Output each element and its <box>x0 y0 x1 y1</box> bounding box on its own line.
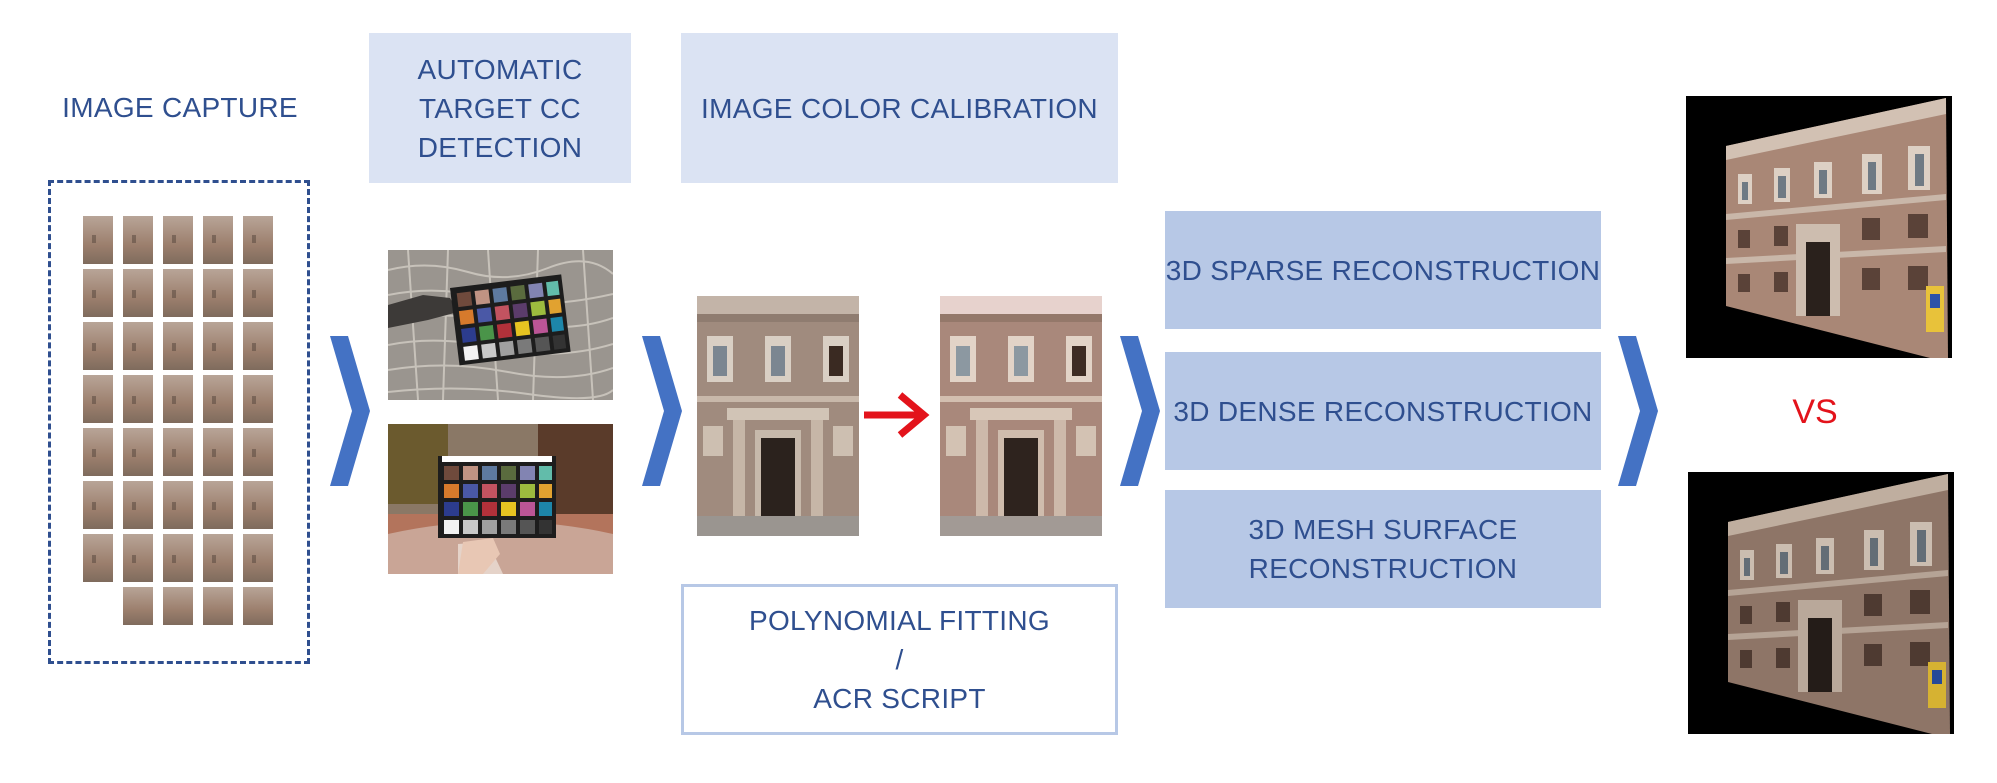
facade-before-calibration <box>697 296 859 536</box>
image-capture-label: IMAGE CAPTURE <box>62 92 298 123</box>
mesh-reconstruction-line-2: RECONSTRUCTION <box>1248 553 1518 584</box>
vs-label: VS <box>1792 393 1838 431</box>
sparse-reconstruction-box: 3D SPARSE RECONSTRUCTION <box>1165 211 1601 329</box>
photo-thumbnail-grid <box>82 215 275 627</box>
target-detection-line-1: AUTOMATIC <box>417 53 583 85</box>
dense-reconstruction-label: 3D DENSE RECONSTRUCTION <box>1173 395 1593 427</box>
chevron-right-icon <box>642 336 682 486</box>
model-result-bottom <box>1688 472 1954 734</box>
polynomial-fitting-line-1: POLYNOMIAL FITTING <box>749 605 1050 636</box>
model-result-top <box>1686 96 1952 358</box>
target-detection-line-2: TARGET CC <box>419 92 581 124</box>
chevron-right-icon <box>1618 336 1658 486</box>
sparse-reconstruction-label: 3D SPARSE RECONSTRUCTION <box>1165 254 1601 286</box>
color-calibration-box: IMAGE COLOR CALIBRATION <box>681 33 1118 183</box>
color-calibration-label: IMAGE COLOR CALIBRATION <box>701 92 1098 124</box>
color-checker-photo-bottom <box>388 424 613 574</box>
mesh-reconstruction-box: 3D MESH SURFACE RECONSTRUCTION <box>1165 490 1601 608</box>
dense-reconstruction-box: 3D DENSE RECONSTRUCTION <box>1165 352 1601 470</box>
color-checker-photo-top <box>388 250 613 400</box>
polynomial-fitting-line-2: / <box>895 644 904 675</box>
chevron-right-icon <box>330 336 370 486</box>
polynomial-fitting-box: POLYNOMIAL FITTING / ACR SCRIPT <box>681 584 1118 735</box>
image-capture-frame <box>48 180 310 664</box>
arrow-right-icon <box>864 392 930 438</box>
polynomial-fitting-line-3: ACR SCRIPT <box>813 683 986 714</box>
target-detection-box: AUTOMATIC TARGET CC DETECTION <box>369 33 631 183</box>
facade-after-calibration <box>940 296 1102 536</box>
mesh-reconstruction-line-1: 3D MESH SURFACE <box>1248 514 1518 545</box>
chevron-right-icon <box>1120 336 1160 486</box>
target-detection-line-3: DETECTION <box>417 131 583 163</box>
